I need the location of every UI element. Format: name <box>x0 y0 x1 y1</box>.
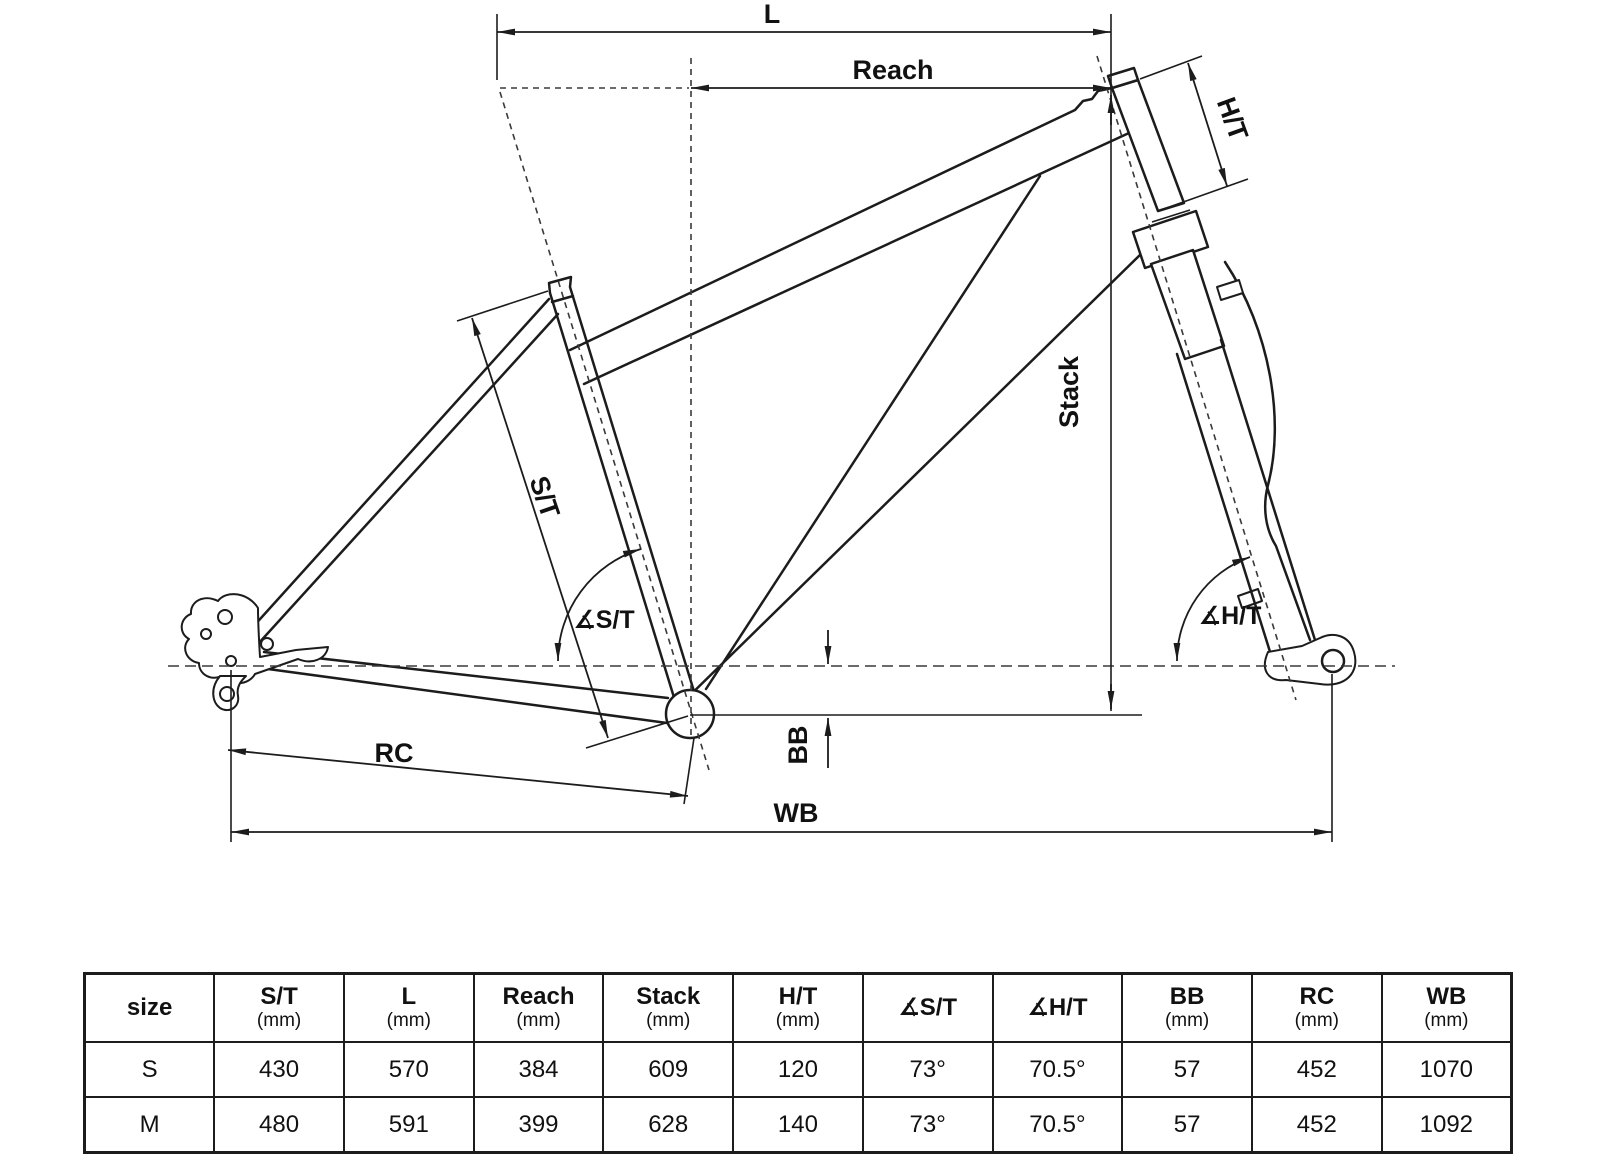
table-cell: 1070 <box>1380 1041 1513 1098</box>
angle-st-label: ∡S/T <box>573 606 634 634</box>
dropout-bolt <box>200 628 212 640</box>
st-label: S/T <box>523 472 565 522</box>
l-label: L <box>764 0 781 29</box>
dimension-bb: BB <box>783 630 832 768</box>
wb-label: WB <box>774 798 819 828</box>
table-cell: 70.5° <box>991 1041 1124 1098</box>
head-tube <box>1110 78 1186 213</box>
dimension-angle-ht: ∡H/T <box>1173 556 1262 662</box>
dimension-stack: Stack <box>690 14 1142 716</box>
seat-stay <box>250 297 560 646</box>
table-cell: 399 <box>472 1096 605 1154</box>
table-cell: 57 <box>1121 1041 1253 1098</box>
table-cell: 73° <box>861 1096 994 1154</box>
bottom-bracket-shell <box>664 688 716 740</box>
dimensions: L Reach Stack S/T H/T BB <box>227 0 1333 842</box>
dimension-angle-st: ∡S/T <box>554 548 642 662</box>
table-cell: 140 <box>732 1096 864 1154</box>
dimension-l: L <box>496 0 1111 80</box>
stack-label: Stack <box>1054 355 1084 428</box>
table-cell: 57 <box>1121 1096 1253 1154</box>
bb-label: BB <box>783 726 813 765</box>
fork-far-leg <box>1223 260 1312 642</box>
seat-tube <box>547 275 702 719</box>
table-cell: 628 <box>602 1096 735 1154</box>
column-header: RC(mm) <box>1250 972 1383 1043</box>
table-cell: 480 <box>213 1096 345 1154</box>
column-header: L(mm) <box>342 972 475 1043</box>
column-header: size <box>83 972 216 1043</box>
column-header: BB(mm) <box>1121 972 1253 1043</box>
dimension-reach: Reach <box>691 55 1111 92</box>
column-header: ∡H/T <box>991 972 1124 1043</box>
table-cell: 73° <box>861 1041 994 1098</box>
table-cell: 70.5° <box>991 1096 1124 1154</box>
dropout-bolt <box>217 609 233 625</box>
table-cell: 570 <box>342 1041 475 1098</box>
column-header: ∡S/T <box>861 972 994 1043</box>
reach-label: Reach <box>852 55 933 85</box>
fork-lower-leg <box>1175 338 1317 657</box>
table-cell: M <box>83 1096 216 1154</box>
front-axle <box>1320 648 1346 674</box>
column-header: Reach(mm) <box>472 972 605 1043</box>
column-header: H/T(mm) <box>732 972 864 1043</box>
table-cell: 120 <box>732 1041 864 1098</box>
top-tube <box>568 86 1131 386</box>
table-cell: S <box>83 1041 216 1098</box>
table-cell: 452 <box>1250 1041 1383 1098</box>
angle-ht-label: ∡H/T <box>1199 602 1262 630</box>
bike-geometry-diagram: L Reach Stack S/T H/T BB <box>168 0 1395 842</box>
dimension-st: S/T <box>456 290 689 749</box>
ht-label: H/T <box>1211 93 1254 145</box>
table-cell: 430 <box>213 1041 345 1098</box>
rear-axle <box>225 655 237 667</box>
dropout-bolt <box>260 637 274 651</box>
table-cell: 609 <box>602 1041 735 1098</box>
table-cell: 452 <box>1250 1096 1383 1154</box>
column-header: S/T(mm) <box>213 972 345 1043</box>
column-header: WB(mm) <box>1380 972 1513 1043</box>
seat-tube-axis <box>499 91 710 771</box>
rc-label: RC <box>375 738 414 768</box>
table-cell: 384 <box>472 1041 605 1098</box>
dimension-rc: RC <box>227 737 695 805</box>
dimension-wb: WB <box>230 670 1333 842</box>
table-cell: 591 <box>342 1096 475 1154</box>
column-header: Stack(mm) <box>602 972 735 1043</box>
down-tube <box>677 174 1152 708</box>
frame <box>180 66 1357 740</box>
table-cell: 1092 <box>1380 1096 1513 1154</box>
hanger-pivot <box>219 686 235 702</box>
fork-crown <box>1131 209 1210 270</box>
steering-axis <box>1096 55 1297 701</box>
brake-mount-tab <box>1216 279 1244 301</box>
chain-stay <box>262 650 670 725</box>
